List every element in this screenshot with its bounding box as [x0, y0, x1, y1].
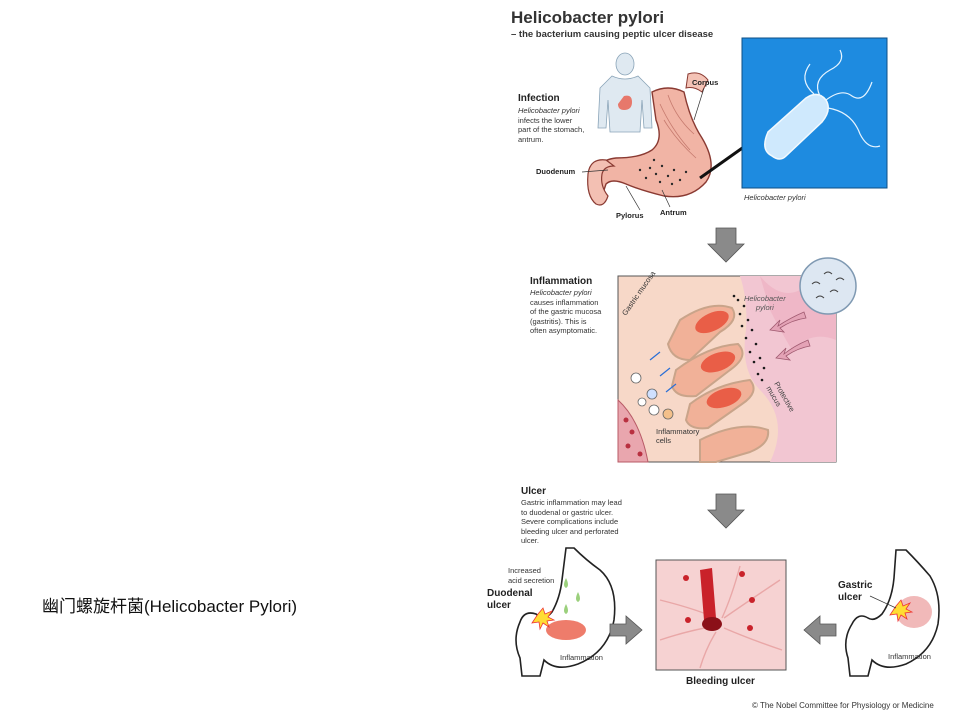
infection-text-line: Helicobacter pylori — [518, 106, 580, 115]
slide-title: 幽门螺旋杆菌(Helicobacter Pylori) — [42, 597, 298, 616]
label-inflammation-right: Inflammation — [888, 652, 931, 661]
inflammation-text-line: often asymptomatic. — [530, 326, 598, 335]
infection-text-line: infects the lower — [518, 115, 573, 125]
label-gastric-ulcer: Gastric ulcer — [838, 580, 872, 604]
human-silhouette — [597, 52, 653, 133]
inflammation-text-line: (gastritis). This is — [530, 316, 587, 326]
mucosa-panel — [617, 275, 837, 463]
inflammation-heading: Inflammation — [530, 276, 593, 287]
label-duodenal-ulcer: Duodenal ulcer — [487, 588, 533, 612]
inflammation-text-line: causes inflammation — [530, 297, 599, 307]
label-pylorus: Pylorus — [616, 211, 644, 220]
side-arrows — [609, 615, 837, 645]
label-inflammation-left: Inflammation — [560, 653, 603, 662]
ulcer-text-line: Severe complications include — [521, 517, 619, 526]
photo-caption: Helicobacter pylori — [744, 193, 806, 202]
infection-text-line: antrum. — [518, 134, 544, 144]
infection-text: Helicobacter pylori infects the lower pa… — [518, 106, 584, 144]
label-duodenal-ulcer-line: Duodenal — [487, 588, 533, 599]
label-helicobacter-line: pylori — [755, 303, 774, 312]
label-gastric-ulcer-line: Gastric — [838, 580, 873, 591]
duodenal-stomach — [515, 547, 616, 677]
label-inflammatory-cells-line: Inflammatory — [656, 427, 700, 436]
bleeding-ulcer-panel — [655, 559, 787, 671]
label-helicobacter-line: Helicobacter — [744, 294, 786, 303]
ulcer-text-line: to duodenal or gastric ulcer. — [521, 507, 614, 517]
label-inflammatory-cells-line: cells — [656, 436, 672, 445]
figure-title: Helicobacter pylori — [511, 8, 665, 27]
label-bleeding-ulcer: Bleeding ulcer — [686, 676, 755, 687]
mini-stomach-icon — [618, 95, 632, 110]
infection-text-line: part of the stomach, — [518, 125, 585, 134]
down-arrows — [707, 227, 745, 529]
ulcer-heading: Ulcer — [521, 486, 547, 497]
label-increased-acid-line: acid secretion — [508, 575, 555, 585]
magnifier-circle — [799, 257, 857, 315]
gastric-stomach — [844, 549, 940, 677]
infection-heading: Infection — [518, 93, 560, 104]
inflammation-text-line: Helicobacter pylori — [530, 288, 592, 297]
inflammation-text-line: of the gastric mucosa — [530, 307, 602, 316]
label-antrum: Antrum — [660, 208, 687, 217]
ulcer-text-line: ulcer. — [521, 536, 539, 545]
figure-subtitle: – the bacterium causing peptic ulcer dis… — [511, 29, 714, 40]
label-inflammatory-cells: Inflammatory cells — [656, 427, 699, 445]
label-increased-acid-line: Increased — [508, 566, 541, 575]
label-helicobacter: Helicobacter pylori — [744, 294, 786, 312]
copyright-credit: © The Nobel Committee for Physiology or … — [752, 701, 934, 710]
label-gastric-ulcer-line: ulcer — [838, 592, 862, 603]
ulcer-text-line: Gastric inflammation may lead — [521, 498, 622, 507]
ulcer-text: Gastric inflammation may lead to duodena… — [521, 498, 622, 546]
label-increased-acid: Increased acid secretion — [508, 566, 554, 585]
label-duodenal-ulcer-line: ulcer — [487, 600, 511, 611]
bacterium-photo — [741, 37, 888, 189]
ulcer-text-line: bleeding ulcer and perforated — [521, 526, 619, 536]
label-duodenum: Duodenum — [536, 167, 576, 176]
inflammation-text: Helicobacter pylori causes inflammation … — [530, 288, 601, 336]
label-corpus: Corpus — [692, 78, 719, 87]
